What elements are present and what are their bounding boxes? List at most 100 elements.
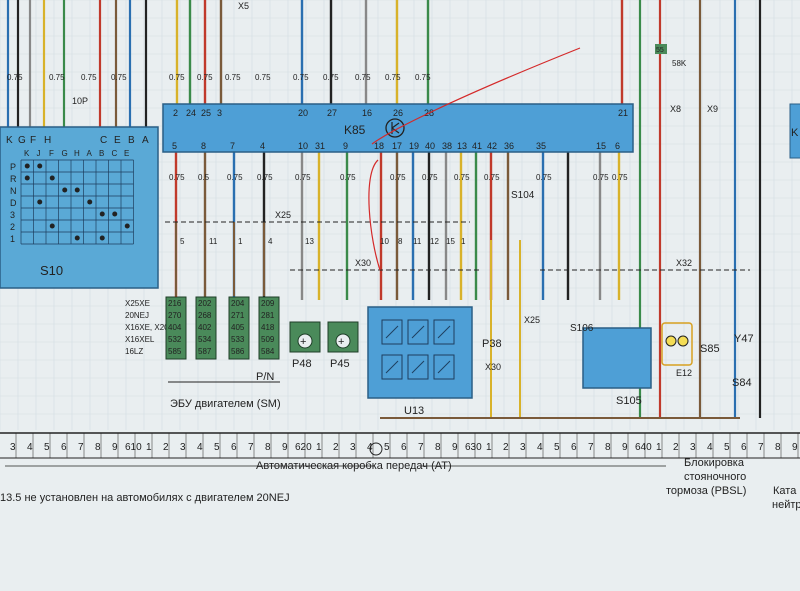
svg-text:+: + [338,336,344,348]
s10-grid-column: K [24,149,30,158]
s105-label: S105 [616,395,642,407]
engine-table-cell: 586 [231,347,245,356]
x30-lower-label: X30 [485,362,501,372]
ruler-number: 7 [78,442,84,453]
ruler-number: 7 [418,442,424,453]
ruler-number: 3 [180,442,186,453]
engine-table-cell: 281 [261,311,275,320]
ruler-number: 9 [622,442,628,453]
s10-grid-row: D [10,198,17,208]
engine-table-cell: 509 [261,335,275,344]
ruler-number: 5 [44,442,50,453]
k85-bottom-pin: 18 [374,141,384,151]
ruler-number: 2 [163,442,169,453]
wire-gauge-label: 0.75 [536,173,552,182]
s10-terminal-letter: C [100,135,107,146]
engine-table-cell: 533 [231,335,245,344]
at-caption: Автоматическая коробка передач (AT) [256,460,452,472]
wire-gauge-label: 0.75 [225,73,241,82]
k85-bottom-pin: 19 [409,141,419,151]
x58k-label: 58K [672,59,687,68]
k85-bottom-pin: 13 [457,141,467,151]
footnote: 13.5 не установлен на автомобилях с двиг… [0,492,290,504]
u13-label: U13 [404,405,424,417]
ruler-number: 630 [465,442,482,453]
ruler-number: 2 [333,442,339,453]
x8-label: X8 [670,104,681,114]
x9-label: X9 [707,104,718,114]
engine-table-cell: 585 [168,347,182,356]
fuse-55-label: 55 [656,47,664,54]
x25-pin-number: 15 [446,237,455,246]
k85-top-pin: 24 [186,108,196,118]
pbsl-caption-3: тормоза (PBSL) [666,485,746,497]
s106-label: S106 [570,323,594,334]
k85-top-pin: 20 [298,108,308,118]
wire-gauge-label: 0.75 [355,73,371,82]
engine-table-cell: 405 [231,323,245,332]
k85-bottom-pin: 36 [504,141,514,151]
ruler-number: 3 [10,442,16,453]
ruler-number: 5 [214,442,220,453]
wire-gauge-label: 0.75 [169,173,185,182]
wire-gauge-label: 0.75 [197,73,213,82]
wire-gauge-label: 0.75 [390,173,406,182]
wire-gauge-label: 0.75 [111,73,127,82]
wire-gauge-label: 0.75 [227,173,243,182]
p45-label: P45 [330,358,350,370]
k85-top-pin: 2 [173,108,178,118]
k85-bottom-pin: 7 [230,141,235,151]
ruler-number: 1 [146,442,152,453]
e12-label: E12 [676,368,692,378]
x30-label: X30 [355,258,371,268]
k85-bottom-pin: 9 [343,141,348,151]
s10-grid-column: C [112,149,118,158]
engine-table-cell: 270 [168,311,182,320]
x25-pin-number: 8 [398,237,403,246]
engine-table-cell: 418 [261,323,275,332]
transistor-icon [385,118,405,138]
k85-bottom-pin: 4 [260,141,265,151]
s84-label: S84 [732,377,752,389]
s10-grid-row: N [10,186,17,196]
s10-grid-row: 2 [10,222,15,232]
wire-gauge-label: 0.75 [422,173,438,182]
s10-terminal-letter: K [6,135,13,146]
ruler-number: 1 [316,442,322,453]
ruler-number: 6 [741,442,747,453]
k85-top-pin: 21 [618,108,628,118]
wire-gauge-label: 0.75 [454,173,470,182]
engine-code: X25XE [125,299,150,308]
u13-valve-block [367,306,473,399]
s10-block [0,126,159,289]
ruler-number: 5 [724,442,730,453]
engine-code: 16LZ [125,347,143,356]
k85-top-pin: 3 [217,108,222,118]
pn-label: P/N [256,371,274,383]
wire-gauge-label: 0.75 [257,173,273,182]
ruler-number: 3 [520,442,526,453]
s10-terminal-letter: F [30,135,36,146]
engine-table-cell: 271 [231,311,245,320]
s10-terminal-letter: G [18,135,26,146]
wire-gauge-label: 0.75 [323,73,339,82]
s10-connector-label: 10P [72,96,88,106]
k85-top-pin: 16 [362,108,372,118]
s10-grid-row: R [10,174,17,184]
ruler-number: 7 [248,442,254,453]
ruler-number: 6 [401,442,407,453]
ruler-number: 8 [265,442,271,453]
p48-label: P48 [292,358,312,370]
x25-pin-number: 1 [238,237,243,246]
pen-annotation [371,47,581,145]
wire-gauge-label: 0.75 [49,73,65,82]
s105-block [582,327,652,389]
fuse-55 [655,44,667,54]
x25-pin-number: 10 [380,237,389,246]
s10-grid-column: A [87,149,93,158]
u13-solenoids [381,319,455,380]
